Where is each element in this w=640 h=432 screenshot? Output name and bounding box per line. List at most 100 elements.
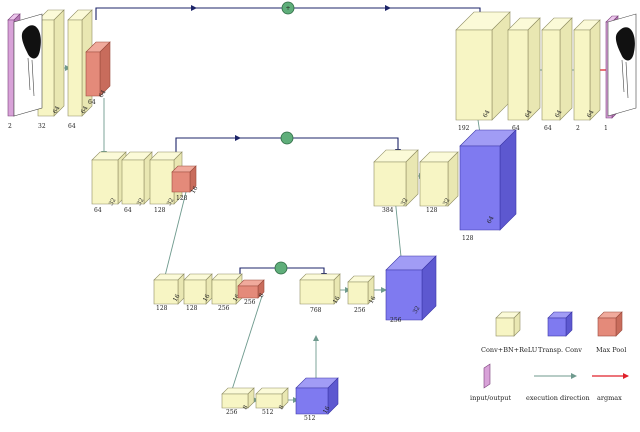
block-size-label: 32: [400, 197, 410, 207]
concat-node-level3: [274, 261, 288, 275]
block-channel-label: 256: [390, 317, 402, 324]
block-size-label: 16: [172, 293, 182, 303]
block-front-face: [255, 393, 283, 409]
block-side-face: [499, 129, 517, 231]
block-front-face: [541, 29, 561, 121]
block-channel-label: 64: [512, 125, 520, 132]
legend-pool-swatch: [597, 311, 623, 337]
block-front-face: [385, 269, 423, 321]
block-side-face: [447, 151, 459, 207]
block-size-label: 32: [136, 197, 146, 207]
block-size-label: 8: [258, 292, 266, 299]
block-front-face: [211, 279, 237, 305]
block-channel-label: 128: [186, 305, 198, 312]
block-size-label: 64: [52, 105, 62, 115]
block-size-label: 64: [98, 89, 108, 99]
block-channel-label: 256: [354, 307, 366, 314]
conv-block-13: 256 8: [221, 387, 255, 416]
block-front-face: [67, 19, 83, 117]
block-side-face: [491, 11, 511, 121]
block-front-face: [507, 29, 529, 121]
block-front-face: [237, 285, 259, 299]
block-channel-label: 2: [8, 123, 12, 130]
block-channel-label: 256: [218, 305, 230, 312]
legend-io-swatch: [483, 363, 491, 389]
conv-block-19: 384 32: [373, 149, 419, 214]
block-channel-label: 2: [576, 125, 580, 132]
block-front-face: [149, 159, 175, 205]
conv-block-5: 64 32: [91, 151, 127, 214]
block-size-label: 16: [232, 293, 242, 303]
block-channel-label: 128: [156, 305, 168, 312]
conv-block-6: 64 32: [121, 151, 153, 214]
block-channel-label: 64: [544, 125, 552, 132]
block-channel-label: 256: [226, 409, 238, 416]
block-side-face: [559, 17, 573, 121]
block-front-face: [153, 279, 179, 305]
skip-connections: +: [95, 1, 483, 279]
block-channel-label: 128: [154, 207, 166, 214]
concat-node-level1: [281, 1, 295, 15]
block-size-label: 64: [482, 109, 492, 119]
block-size-label: 8: [278, 404, 286, 411]
conv-block-9: 128 16: [153, 273, 185, 312]
block-front-face: [85, 51, 101, 97]
block-front-face: [295, 387, 329, 415]
block-channel-label: 384: [382, 207, 394, 214]
block-size-label: 16: [322, 405, 332, 415]
block-size-label: 32: [108, 197, 118, 207]
block-size-label: 32: [442, 197, 452, 207]
block-front-face: [91, 159, 119, 205]
legend-pool-label: Max Pool: [596, 346, 626, 354]
block-size-label: 32: [166, 197, 176, 207]
block-size-label: 64: [80, 105, 90, 115]
transp-block-21: 128 64: [459, 129, 517, 242]
block-side-face: [527, 17, 541, 121]
block-channel-label: 768: [310, 307, 322, 314]
block-front-face: [573, 29, 591, 121]
block-size-label: 16: [190, 185, 200, 195]
block-channel-label: 512: [304, 415, 316, 422]
legend-io-label: input/output: [470, 394, 511, 402]
input-image: [13, 13, 43, 117]
block-size-label: 64: [586, 109, 596, 119]
block-side-face: [589, 19, 601, 121]
block-front-face: [419, 161, 449, 207]
legend: Conv+BN+ReLU Transp. Conv Max Pool input…: [470, 311, 629, 402]
exec-arrow-down-level2: [162, 191, 187, 281]
block-front-face: [299, 279, 335, 305]
block-size-label: 16: [368, 295, 378, 305]
block-front-face: [183, 279, 207, 305]
block-channel-label: 64: [88, 99, 96, 106]
transp-block-15: 512 16: [295, 377, 339, 422]
legend-transp-label: Transp. Conv: [538, 346, 582, 354]
block-size-label: 64: [486, 215, 496, 225]
block-size-label: 16: [202, 293, 212, 303]
block-size-label: 8: [242, 404, 250, 411]
block-channel-label: 64: [94, 207, 102, 214]
concat-node-level2: [280, 131, 294, 145]
block-channel-label: 256: [244, 299, 256, 306]
legend-exec-label: execution direction: [526, 394, 590, 402]
block-channel-label: 128: [462, 235, 474, 242]
block-channel-label: 32: [38, 123, 46, 130]
block-front-face: [347, 281, 369, 305]
block-channel-label: 512: [262, 409, 274, 416]
block-side-face: [53, 9, 65, 117]
block-front-face: [455, 29, 493, 121]
block-channel-label: 64: [124, 207, 132, 214]
block-side-face: [99, 41, 111, 97]
block-size-label: 64: [554, 109, 564, 119]
block-front-face: [373, 161, 407, 207]
